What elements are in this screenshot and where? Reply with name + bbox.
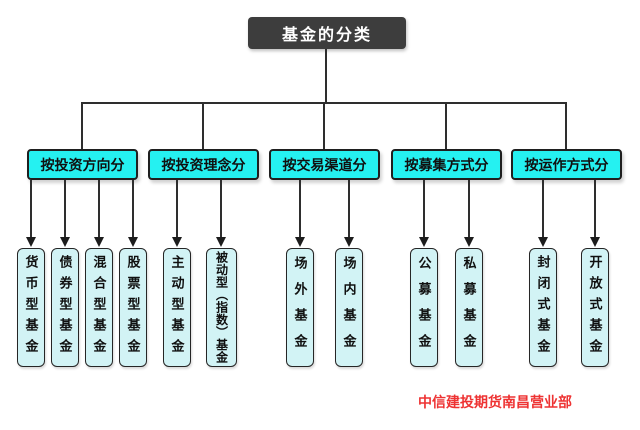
arrowhead-down-icon <box>216 237 226 247</box>
category-label: 按募集方式分 <box>404 156 489 173</box>
leaf-node-exchange-fund: 场内基金 <box>335 248 363 367</box>
leaf-label: 股票型基金 <box>125 255 141 360</box>
leaf-label: 混合型基金 <box>91 255 107 360</box>
category-node-investment-philosophy: 按投资理念分 <box>148 149 259 180</box>
leaf-node-private-fund: 私募基金 <box>455 248 483 367</box>
arrowhead-down-icon <box>94 237 104 247</box>
leaf-node-bond-fund: 债券型基金 <box>51 248 79 367</box>
leaf-label: 封闭式基金 <box>535 255 551 360</box>
arrowhead-down-icon <box>464 237 474 247</box>
watermark-text: 中信建投期货南昌营业部 <box>418 394 572 410</box>
leaf-node-open-end-fund: 开放式基金 <box>581 248 609 367</box>
connector-arrow-line <box>468 180 470 238</box>
leaf-node-otc-fund: 场外基金 <box>286 248 314 367</box>
category-node-trading-channel: 按交易渠道分 <box>269 149 380 180</box>
leaf-label: 开放式基金 <box>587 255 603 360</box>
arrowhead-down-icon <box>26 237 36 247</box>
leaf-label: 场外基金 <box>292 255 308 360</box>
connector-drop-5 <box>565 102 567 149</box>
leaf-label: 债券型基金 <box>57 255 73 360</box>
connector-arrow-line <box>220 180 222 238</box>
category-label: 按投资理念分 <box>161 156 246 173</box>
connector-arrow-line <box>594 180 596 238</box>
connector-arrow-line <box>542 180 544 238</box>
leaf-node-passive-index-fund: 被动型（指数）基金 <box>206 248 237 367</box>
root-node-label: 基金的分类 <box>281 27 372 44</box>
leaf-node-public-fund: 公募基金 <box>410 248 438 367</box>
connector-drop-4 <box>445 102 447 149</box>
arrowhead-down-icon <box>295 237 305 247</box>
connector-arrow-line <box>132 180 134 238</box>
arrowhead-down-icon <box>128 237 138 247</box>
category-label: 按运作方式分 <box>524 156 609 173</box>
connector-arrow-line <box>98 180 100 238</box>
arrowhead-down-icon <box>60 237 70 247</box>
category-node-operation-method: 按运作方式分 <box>511 149 622 180</box>
connector-drop-2 <box>202 102 204 149</box>
arrowhead-down-icon <box>538 237 548 247</box>
connector-arrow-line <box>299 180 301 238</box>
arrowhead-down-icon <box>172 237 182 247</box>
category-node-investment-direction: 按投资方向分 <box>27 149 138 180</box>
category-label: 按交易渠道分 <box>282 156 367 173</box>
connector-drop-1 <box>81 102 83 149</box>
root-node: 基金的分类 <box>248 17 406 49</box>
leaf-label: 场内基金 <box>341 255 357 360</box>
connector-arrow-line <box>348 180 350 238</box>
arrowhead-down-icon <box>590 237 600 247</box>
leaf-node-closed-end-fund: 封闭式基金 <box>529 248 557 367</box>
leaf-node-active-fund: 主动型基金 <box>163 248 191 367</box>
leaf-label: 被动型（指数）基金 <box>214 251 229 364</box>
connector-arrow-line <box>30 180 32 238</box>
arrowhead-down-icon <box>419 237 429 247</box>
connector-root-stem <box>325 49 327 102</box>
leaf-label: 货币型基金 <box>23 255 39 360</box>
category-label: 按投资方向分 <box>40 156 125 173</box>
connector-arrow-line <box>423 180 425 238</box>
arrowhead-down-icon <box>344 237 354 247</box>
category-node-fundraising-method: 按募集方式分 <box>391 149 502 180</box>
leaf-label: 公募基金 <box>416 255 432 360</box>
connector-arrow-line <box>176 180 178 238</box>
leaf-label: 主动型基金 <box>169 255 185 360</box>
connector-arrow-line <box>64 180 66 238</box>
leaf-node-hybrid-fund: 混合型基金 <box>85 248 113 367</box>
leaf-node-money-fund: 货币型基金 <box>17 248 45 367</box>
leaf-label: 私募基金 <box>461 255 477 360</box>
leaf-node-stock-fund: 股票型基金 <box>119 248 147 367</box>
connector-drop-3 <box>323 102 325 149</box>
